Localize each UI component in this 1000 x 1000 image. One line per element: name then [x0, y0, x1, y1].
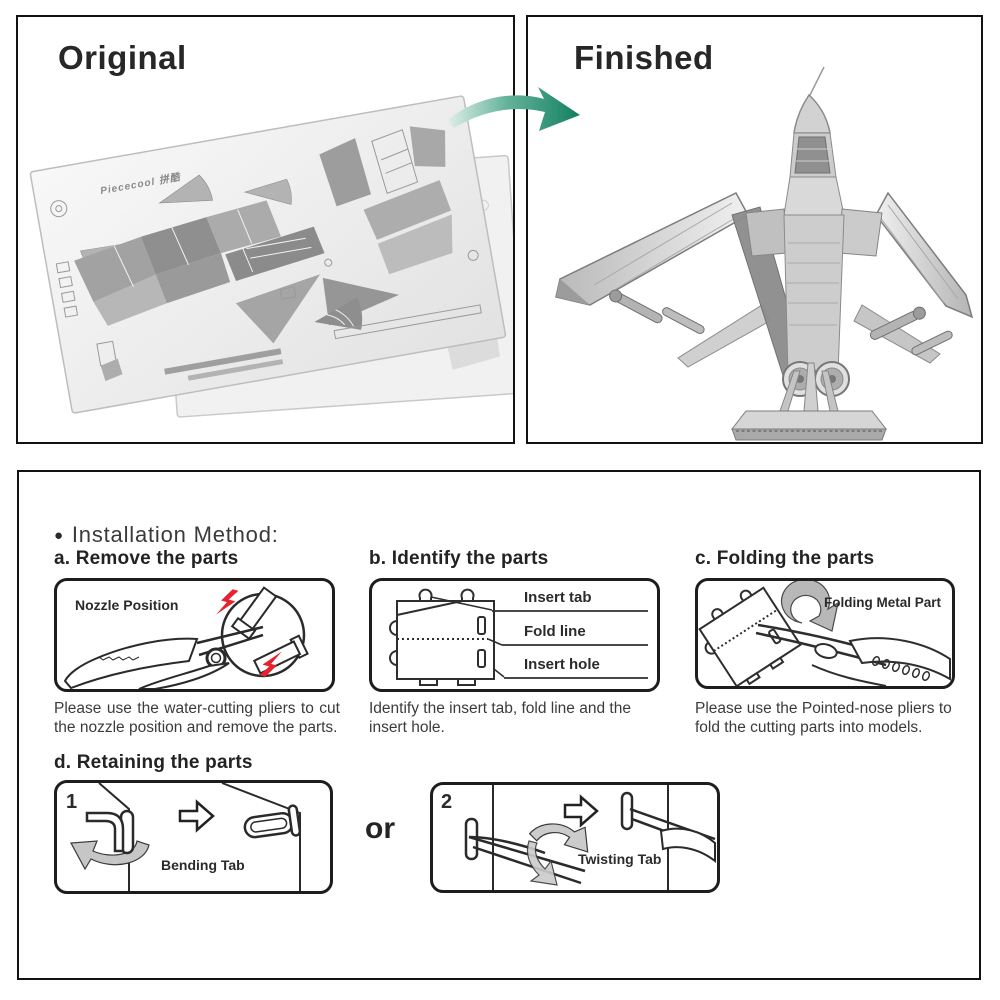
step-d-option1-box: 1 Bending Tab: [54, 780, 333, 894]
front-sheet: Piececool 拼酷: [29, 95, 507, 414]
pointed-nose-pliers: [755, 623, 951, 686]
folding-metal-part-label: Folding Metal Part: [824, 595, 942, 610]
pliers-cutting-illustration: [63, 586, 309, 689]
step-a-caption: Please use the water-cutting pliers to c…: [54, 700, 340, 736]
rotate-arrow-icon: [70, 840, 150, 871]
original-title: Original: [58, 39, 187, 76]
twisting-tab-label: Twisting Tab: [578, 851, 662, 867]
metal-sheet-illustration: Piececool 拼酷: [29, 95, 513, 418]
option-1-number: 1: [66, 791, 78, 813]
bending-tab-illustration: [70, 783, 302, 891]
rotate-arrow-icon-tail: [526, 840, 558, 886]
display-stand: [730, 362, 888, 441]
rotate-arrow-icon: [528, 823, 589, 853]
step-a-box: Nozzle Position: [54, 578, 335, 692]
process-arrow-icon: [448, 87, 580, 131]
rotate-arrow-icon: [780, 581, 839, 632]
step-b-title: b. Identify the parts: [369, 548, 549, 569]
step-d-title: d. Retaining the parts: [54, 752, 253, 773]
bullet-icon: ●: [54, 527, 64, 544]
fold-line-label: Fold line: [524, 623, 586, 640]
direction-arrow-icon: [178, 799, 215, 833]
insert-tab-label: Insert tab: [524, 589, 592, 606]
insert-hole-label: Insert hole: [524, 656, 600, 673]
twisting-tab-illustration: [464, 785, 716, 890]
step-b-box: Insert tab Fold line Insert hole: [369, 578, 660, 692]
step-c-box: Folding Metal Part: [695, 578, 955, 689]
nozzle-position-label: Nozzle Position: [75, 597, 179, 613]
option-2-number: 2: [441, 791, 453, 813]
installation-method-text: Installation Method:: [71, 522, 279, 547]
or-separator: or: [365, 812, 395, 845]
jet-model-illustration: [555, 66, 974, 441]
finished-title: Finished: [574, 39, 714, 76]
part-diagram-illustration: [389, 588, 648, 686]
direction-arrow-icon: [563, 794, 599, 828]
instructions-panel: ● Installation Method: a. Remove the part…: [17, 470, 981, 980]
step-a-title: a. Remove the parts: [54, 548, 239, 569]
step-b-caption: Identify the insert tab, fold line and t…: [369, 700, 631, 736]
step-c-title: c. Folding the parts: [695, 548, 875, 569]
installation-method-heading: ● Installation Method:: [54, 522, 279, 548]
water-cutting-pliers: [63, 625, 264, 689]
step-d-option2-box: 2 Twisting Tab: [430, 782, 720, 893]
step-c-caption: Please use the Pointed-nose pliers to fo…: [695, 700, 952, 736]
finished-panel: Finished: [526, 15, 983, 444]
bending-tab-label: Bending Tab: [161, 857, 245, 873]
pliers-folding-illustration: [698, 581, 951, 686]
original-panel: Original Piececool 拼酷: [16, 15, 515, 444]
antenna: [808, 66, 825, 98]
cut-warning-icon: [216, 589, 282, 677]
canopy: [794, 136, 831, 174]
